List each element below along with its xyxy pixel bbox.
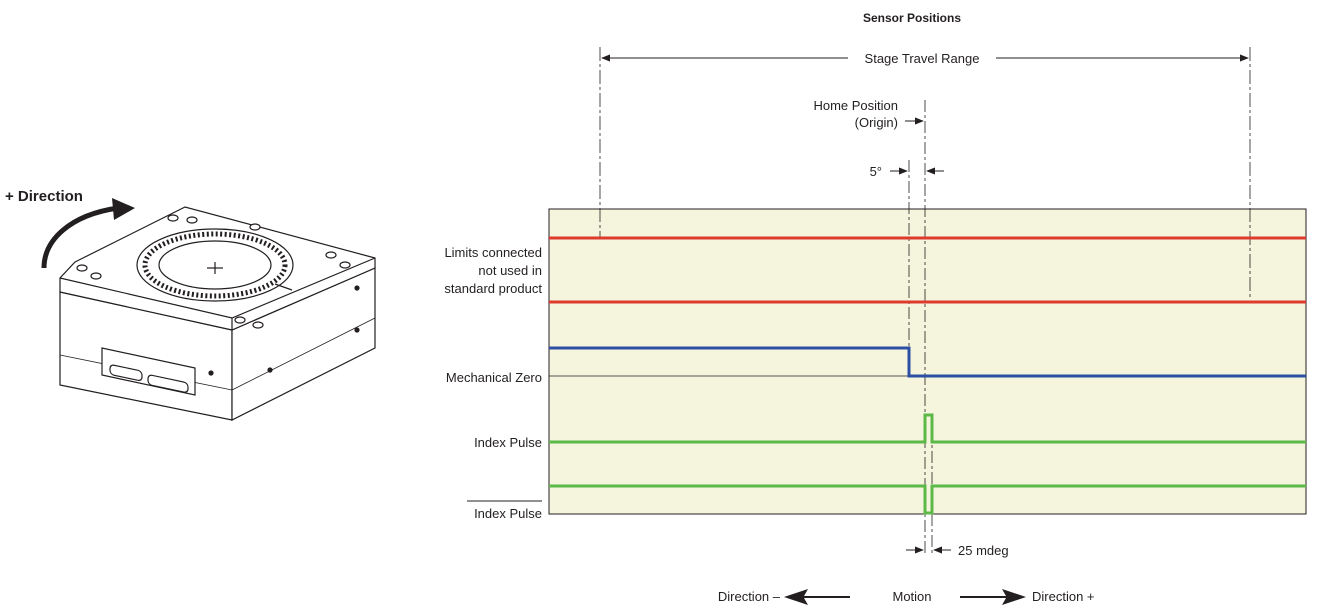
- motion-label: Motion: [892, 589, 931, 604]
- inverted-index-pulse-trace: [549, 484, 1306, 515]
- arrowhead-icon: [112, 198, 135, 220]
- direction-label: + Direction: [5, 188, 83, 205]
- travel-range-label: Stage Travel Range: [865, 51, 980, 66]
- index-pulse-trace: [549, 413, 1306, 444]
- rotation-stage-illustration: [59, 206, 376, 421]
- home-position-label: Home Position: [813, 98, 898, 113]
- index-pulse-label: Index Pulse: [474, 435, 542, 450]
- mechanical-zero-trace: [549, 346, 1306, 378]
- left-arrow-icon: [784, 589, 850, 605]
- direction-plus-label: Direction +: [1032, 589, 1095, 604]
- signal-panel: [548, 208, 1307, 515]
- pulse-width-label: 25 mdeg: [958, 543, 1009, 558]
- rotation-direction-arrow: [41, 205, 119, 269]
- diagram-title: Sensor Positions: [863, 11, 961, 25]
- origin-label: (Origin): [855, 115, 898, 130]
- mechanical-zero-label: Mechanical Zero: [446, 370, 542, 385]
- right-arrow-icon: [960, 589, 1026, 605]
- limits-label-line2: not used in: [478, 263, 542, 278]
- direction-minus-label: Direction –: [718, 589, 781, 604]
- limits-label-line3: standard product: [444, 281, 542, 296]
- limits-label-line1: Limits connected: [444, 245, 542, 260]
- inverted-index-pulse-label: Index Pulse: [474, 506, 542, 521]
- offset-label: 5°: [870, 164, 882, 179]
